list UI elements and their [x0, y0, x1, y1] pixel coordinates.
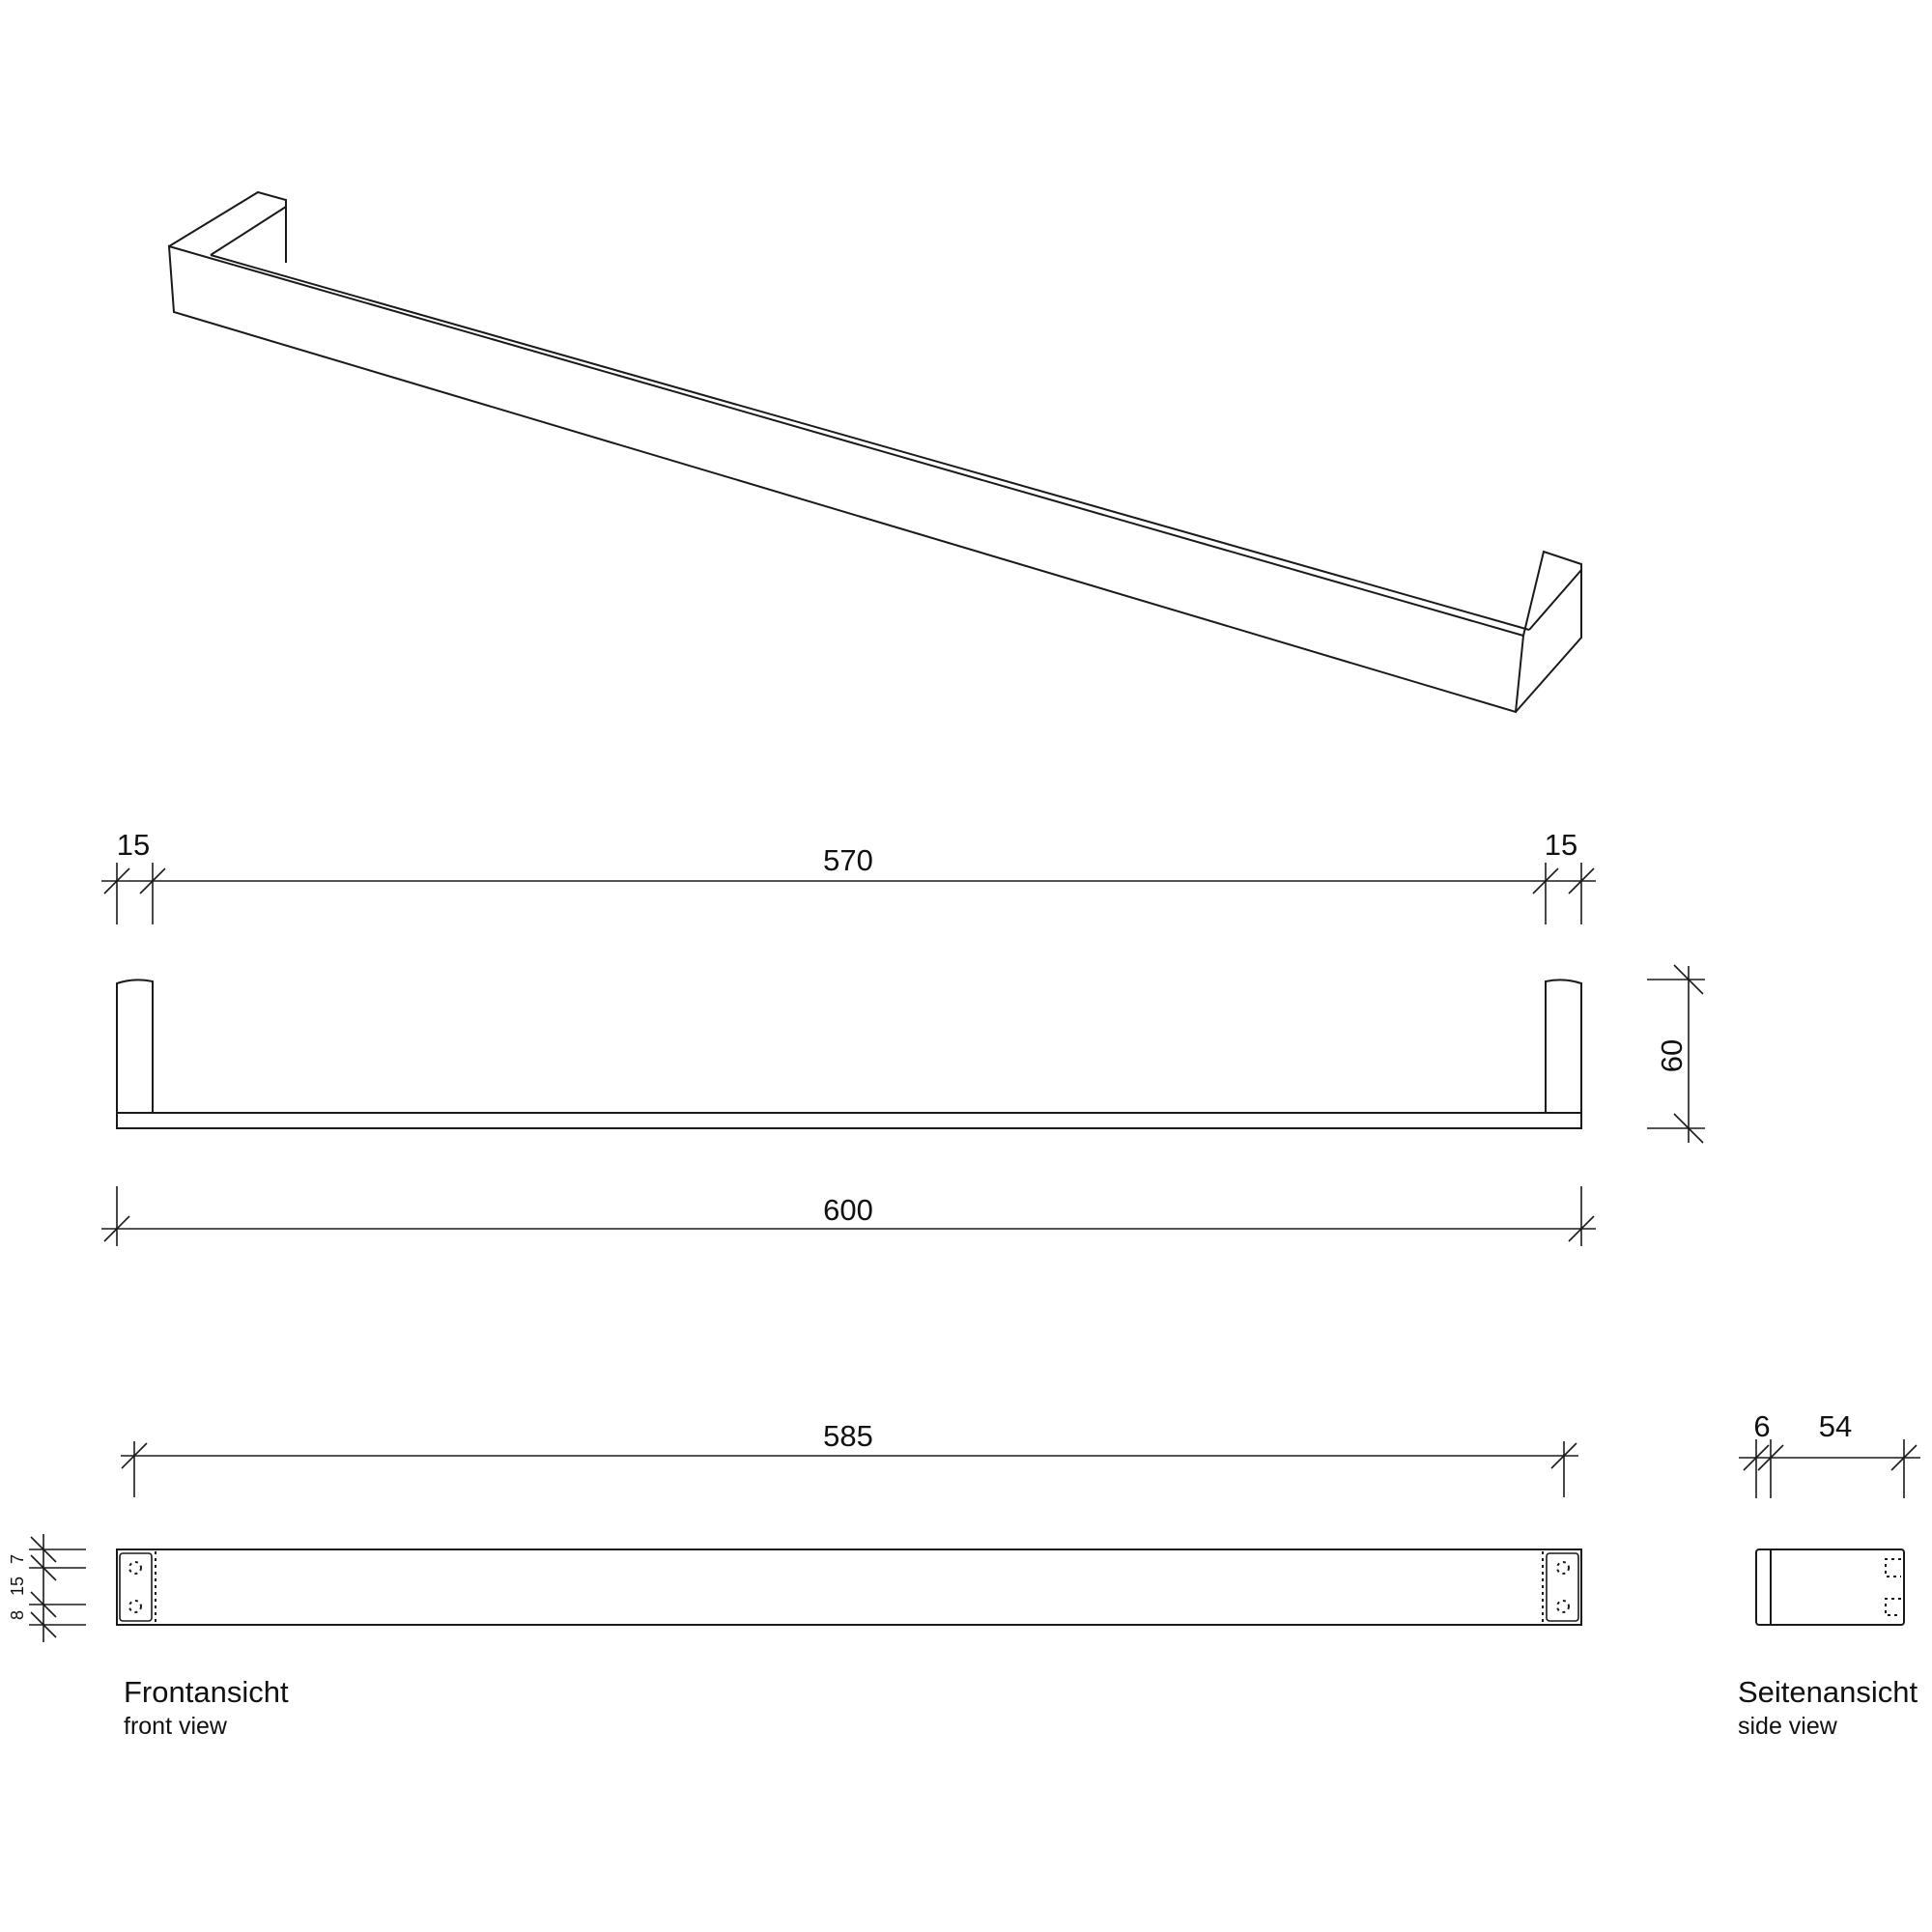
right-bracket: [1515, 550, 1582, 713]
side-outline: [1755, 1548, 1905, 1626]
front-view-subtitle: front view: [124, 1713, 228, 1740]
dim-edge-top: 7: [8, 1554, 27, 1564]
right-mount-plate: [1546, 1552, 1579, 1622]
left-post: [116, 979, 154, 1113]
side-screw-hidden: [1885, 1598, 1901, 1616]
bar-front-face: [167, 244, 1525, 714]
bar-top-edge: [210, 254, 1530, 631]
left-bracket: [168, 190, 287, 263]
screw-hole-icon: [1556, 1600, 1570, 1613]
dim-height: 60: [1655, 1039, 1689, 1072]
side-dimension: [1739, 1439, 1920, 1498]
dim-right-post: 15: [1545, 828, 1577, 862]
isometric-view: [167, 190, 1582, 714]
overall-dimension: [101, 1186, 1596, 1246]
bar-body: [116, 1112, 1582, 1129]
left-mount-plate: [119, 1552, 153, 1622]
dim-flange: 6: [1753, 1409, 1770, 1443]
right-bracket-edge: [1528, 569, 1582, 631]
hole-spacing-dimension: [121, 1441, 1578, 1497]
dim-depth: 54: [1819, 1409, 1852, 1443]
dim-left-post: 15: [117, 828, 150, 862]
dim-hole-spacing: 585: [823, 1419, 873, 1453]
front-elevation: 15 570 15 60 600: [101, 828, 1705, 1246]
screw-hole-icon: [128, 1561, 142, 1575]
side-view-title: Seitenansicht: [1738, 1675, 1918, 1709]
side-screw-hidden: [1885, 1558, 1901, 1577]
right-post: [1545, 979, 1582, 1113]
plan-view: 585 7 15 8 Frontansicht front view: [8, 1419, 1582, 1740]
bar-plan-outline: [116, 1548, 1582, 1626]
side-view-subtitle: side view: [1738, 1713, 1838, 1740]
left-bracket-edge: [210, 206, 287, 256]
dimension-ticks-top: [103, 863, 1595, 924]
height-dimension: [1647, 964, 1705, 1144]
dim-inner: 570: [823, 843, 873, 877]
screw-hole-icon: [128, 1600, 142, 1613]
dim-edge-bottom: 8: [8, 1610, 27, 1620]
side-view: 6 54 Seitenansicht side view: [1738, 1409, 1920, 1740]
edge-dimensions: [29, 1534, 86, 1642]
screw-hole-icon: [1556, 1561, 1570, 1575]
dim-hole-gap: 15: [8, 1577, 27, 1596]
front-view-title: Frontansicht: [124, 1675, 289, 1709]
dim-overall: 600: [823, 1193, 873, 1227]
